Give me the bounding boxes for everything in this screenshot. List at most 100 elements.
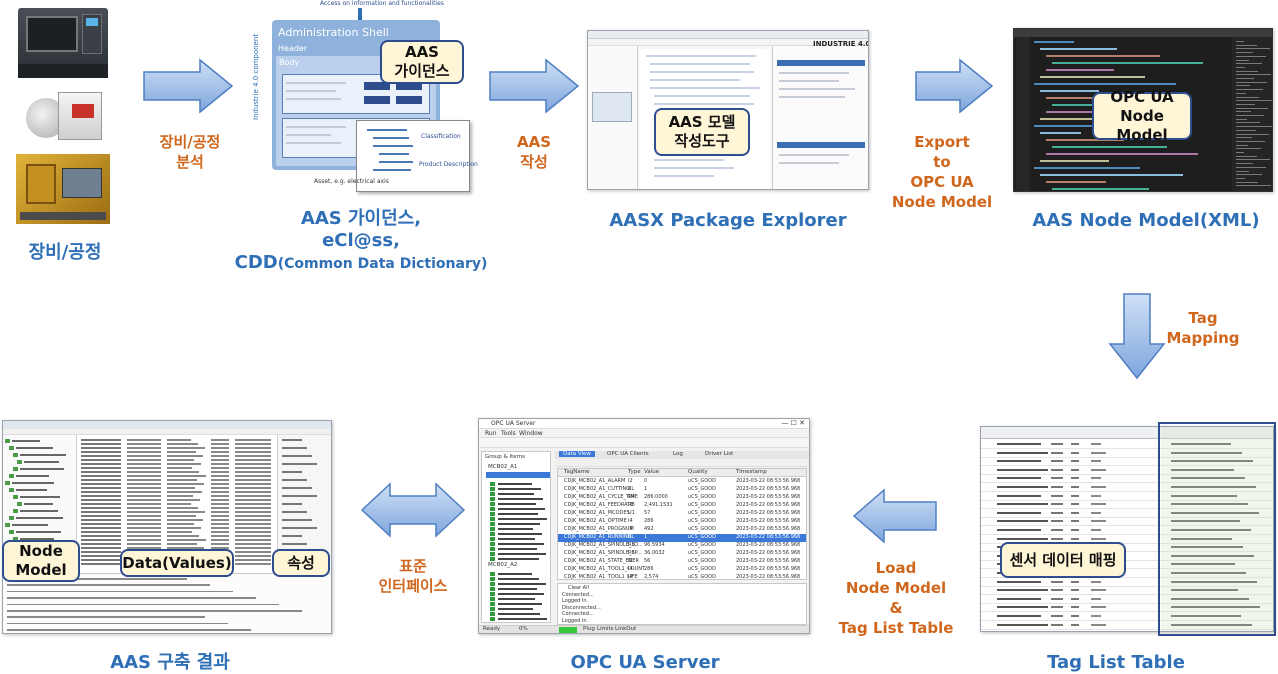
tab-data-view[interactable]: Data View: [559, 451, 595, 457]
grid-cell: [81, 519, 121, 521]
column-header[interactable]: TagName: [564, 469, 590, 475]
table-cell: CDJK_MCB02_A1_ALARM: [564, 478, 626, 484]
table-cell: uCS_GOOD: [688, 542, 716, 548]
grid-cell: [127, 491, 161, 493]
tag-col-bar: [1091, 537, 1106, 540]
grid-cell: [127, 467, 161, 469]
column-header[interactable]: Timestamp: [736, 469, 767, 475]
tag-row-divider: [981, 499, 1273, 501]
result-tree-text: [20, 538, 54, 540]
grid-cell: [167, 531, 192, 533]
minimap-line: [1236, 140, 1265, 142]
tag-col-bar: [1051, 580, 1063, 583]
grid-cell: [235, 559, 271, 561]
grid-cell: [211, 503, 229, 505]
grid-cell: [167, 455, 203, 457]
tree-node-icon: [490, 602, 495, 606]
menu-tools[interactable]: Tools: [501, 430, 516, 437]
grid-cell: [167, 479, 197, 481]
tag-mapping-highlight: [1158, 422, 1276, 636]
tag-row-divider: [981, 465, 1273, 467]
column-header[interactable]: Type: [628, 469, 641, 475]
tag-row-divider: [981, 628, 1273, 630]
grid-cell: [211, 455, 229, 457]
column-header[interactable]: Value: [644, 469, 660, 475]
property-line: [282, 495, 317, 497]
tag-name-bar: [997, 443, 1041, 445]
result-tree-icon: [9, 488, 14, 492]
tag-col-bar: [1051, 589, 1063, 592]
result-tree-text: [24, 503, 53, 505]
tag-node-bar: [1171, 494, 1237, 497]
menu-run[interactable]: Run: [485, 430, 497, 437]
table-cell: uCS_GOOD: [688, 558, 716, 564]
clear-all-button[interactable]: Clear All: [568, 585, 589, 591]
grid-cell: [127, 515, 161, 517]
grid-cell: [211, 523, 229, 525]
table-cell: CDJK_MCB02_A1_STATE_ENER: [564, 558, 639, 564]
grid-cell: [167, 511, 205, 513]
xml-code-line: [1052, 188, 1149, 190]
grid-cell: [235, 483, 271, 485]
xml-code-line: [1052, 62, 1203, 64]
tree-group-a2[interactable]: MCB02_A2: [488, 562, 518, 568]
table-cell: 1: [644, 486, 648, 492]
property-line: [282, 447, 307, 449]
tree-group-a1[interactable]: MCB02_A1: [488, 464, 518, 470]
grid-cell: [81, 463, 121, 465]
tag-col-bar: [1071, 537, 1079, 540]
grid-cell: [81, 515, 121, 517]
grid-cell: [235, 495, 271, 497]
grid-cell: [211, 471, 229, 473]
status-limits: Limits: [597, 626, 614, 632]
minimap-line: [1236, 166, 1266, 168]
table-cell: R4: [628, 494, 635, 500]
menu-window[interactable]: Window: [519, 430, 543, 437]
column-header[interactable]: Quality: [688, 469, 708, 475]
property-line: [282, 479, 307, 481]
tab-log[interactable]: Log: [673, 451, 683, 457]
grid-cell: [81, 451, 121, 453]
grid-cell: [235, 511, 271, 513]
tag-col-bar: [1071, 503, 1079, 506]
grid-cell: [127, 523, 161, 525]
window-controls[interactable]: — ☐ ✕: [781, 419, 805, 427]
tag-node-bar: [1171, 546, 1243, 549]
tag-col-bar: [1091, 494, 1101, 497]
grid-cell: [127, 511, 161, 513]
opcua-server-window: OPC UA Server — ☐ ✕ Run Tools Window Gro…: [478, 418, 810, 634]
grid-cell: [81, 539, 121, 541]
table-cell: CDJK_MCB02_A1_FEEDRATE: [564, 502, 634, 508]
tree-node-icon: [490, 537, 495, 541]
grid-cell: [211, 515, 229, 517]
node-model-callout: Node Model: [2, 540, 80, 582]
table-cell: 2023-03-22 08:53:56.968: [736, 526, 801, 532]
result-tree-icon: [9, 446, 14, 450]
tab-clients[interactable]: OPC UA Clients: [607, 451, 649, 457]
tag-col-bar: [1071, 451, 1079, 454]
minimap-line: [1236, 66, 1245, 68]
grid-cell: [127, 527, 161, 529]
minimap-line: [1236, 59, 1249, 61]
table-cell: uCS_GOOD: [688, 534, 716, 540]
tree-node-text: [498, 488, 541, 490]
xml-code-line: [1046, 139, 1124, 141]
down-arrow-4: [1108, 293, 1166, 380]
tag-row-divider: [981, 542, 1273, 544]
tab-driver-list[interactable]: Driver List: [705, 451, 734, 457]
grid-cell: [211, 439, 229, 441]
grid-cell: [127, 459, 161, 461]
